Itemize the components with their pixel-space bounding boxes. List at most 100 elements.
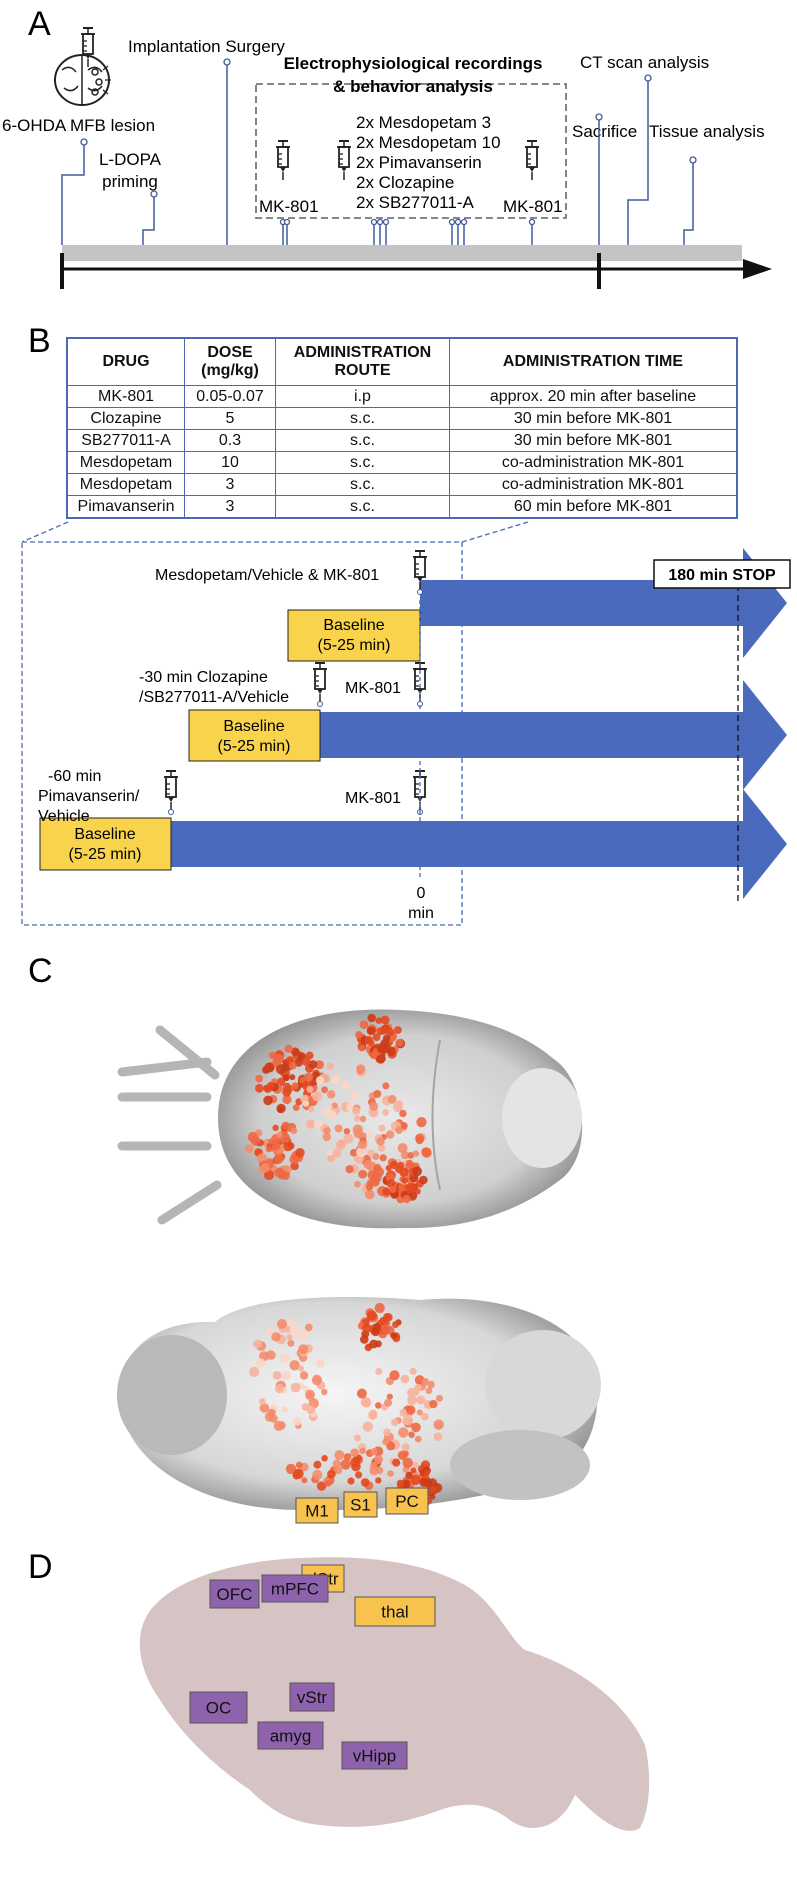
electrode-dot <box>352 1124 363 1135</box>
electrode-dot <box>355 1031 363 1039</box>
row1-drug-label: Mesdopetam/Vehicle & MK-801 <box>155 567 379 584</box>
electrode-dot <box>354 1115 361 1122</box>
electrode-dot <box>255 1358 266 1368</box>
electrode-dot <box>406 1159 413 1167</box>
electrode-dot <box>323 1127 331 1135</box>
electrode-dot <box>281 1406 289 1413</box>
table-cell: 3 <box>184 473 276 496</box>
electrode-dot <box>289 1360 300 1371</box>
electrode-dot <box>409 1367 417 1375</box>
electrode-dot <box>302 1100 310 1107</box>
ct-label: CT scan analysis <box>580 53 709 72</box>
panel-c-label: C <box>28 952 53 990</box>
table-cell: i.p <box>275 385 450 408</box>
region-amyg: amyg <box>257 1721 324 1750</box>
electrode-dot <box>410 1467 417 1474</box>
mk801-right-label: MK-801 <box>503 197 563 216</box>
electrode-dot <box>259 1403 270 1413</box>
electrode-dot <box>272 1371 282 1380</box>
electrode-dot <box>260 1163 271 1173</box>
region-label: amyg <box>270 1727 312 1746</box>
electrode-dot <box>427 1380 435 1389</box>
electrode-dot <box>332 1148 342 1158</box>
electrode-dot <box>370 1051 378 1060</box>
electrode-dot <box>387 1094 397 1104</box>
electrode-dot <box>373 1166 384 1178</box>
table-cell: 0.05-0.07 <box>184 385 276 408</box>
electrode-dot <box>350 1091 359 1100</box>
electrode-dot <box>359 1115 367 1123</box>
electrode-dot <box>286 1318 295 1327</box>
electrode-dot <box>385 1027 395 1037</box>
electrode-dot <box>285 1463 297 1475</box>
region-s1: S1 <box>343 1491 378 1518</box>
electrode-dot <box>359 1020 369 1030</box>
syringe-icon <box>524 140 540 181</box>
electrode-dot <box>273 1154 284 1164</box>
baseline-label-2: Baseline <box>223 718 284 735</box>
col-dose: DOSE (mg/kg) <box>184 337 276 386</box>
table-cell: co-administration MK-801 <box>449 451 738 474</box>
electrode-dot <box>277 1106 284 1113</box>
electrode-dot <box>396 1039 404 1047</box>
electrode-dot <box>390 1332 397 1339</box>
electrode-dot <box>358 1169 368 1179</box>
region-ofc: OFC <box>209 1579 260 1609</box>
electrode-dot <box>392 1458 401 1467</box>
electrode-dot <box>405 1182 416 1194</box>
electrode-dot <box>395 1126 403 1134</box>
electrode-dot <box>375 1477 382 1484</box>
electrode-dot <box>389 1186 397 1193</box>
electrode-dot <box>290 1127 298 1135</box>
table-cell: 0.3 <box>184 429 276 452</box>
electrode-dot <box>289 1154 299 1165</box>
region-vstr: vStr <box>289 1682 335 1712</box>
electrode-dot <box>335 1140 346 1151</box>
electrode-dot <box>401 1443 410 1452</box>
electrode-dot <box>384 1398 393 1407</box>
electrode-dot <box>313 1120 323 1130</box>
electrode-dot <box>369 1409 378 1418</box>
electrode-dot <box>384 1313 393 1322</box>
electrode-dot <box>302 1094 309 1101</box>
electrode-dot <box>407 1152 415 1159</box>
electrode-dot <box>275 1064 287 1075</box>
baseline-sub-2: (5-25 min) <box>218 738 291 755</box>
electrode-dot <box>326 1149 333 1156</box>
electrode-dot <box>305 1389 315 1400</box>
region-thal: thal <box>354 1596 436 1627</box>
electrode-dot <box>314 1060 324 1070</box>
connector-dots <box>80 58 697 226</box>
electrode-dot <box>343 1128 351 1135</box>
electrode-dot <box>295 1461 303 1469</box>
electrode-dot <box>364 1035 374 1045</box>
electrode-dot <box>373 1090 382 1098</box>
table-cell: Clozapine <box>66 407 185 430</box>
electrode-dot <box>358 1044 366 1052</box>
electrode-dot <box>398 1183 405 1191</box>
electrode-dot <box>399 1109 407 1118</box>
electrode-dot <box>324 1479 332 1487</box>
protocol-row-1: Baseline (5-25 min) Mesdopetam/Vehicle &… <box>155 548 787 662</box>
electrode-dot <box>347 1477 355 1485</box>
drug-line-3: 2x Pimavanserin <box>356 153 482 172</box>
region-label: vStr <box>297 1688 328 1707</box>
table-cell: Mesdopetam <box>66 451 185 474</box>
electrode-dot <box>366 1026 376 1036</box>
row2-mk801-label: MK-801 <box>345 680 401 697</box>
protocol-box <box>21 521 529 926</box>
electrode-dot <box>265 1327 274 1336</box>
row3-drug-label-1: -60 min <box>48 768 101 785</box>
table-cell: 3 <box>184 495 276 519</box>
electrode-dot <box>407 1387 417 1398</box>
electrode-dot <box>369 1339 379 1349</box>
electrode-dot <box>290 1382 301 1393</box>
electrode-dot <box>419 1175 428 1185</box>
table-cell: s.c. <box>275 495 450 519</box>
electrode-dot <box>375 1402 382 1409</box>
electrode-dot <box>340 1080 350 1090</box>
timeline-bar <box>62 245 742 261</box>
electrode-dot <box>305 1323 313 1332</box>
